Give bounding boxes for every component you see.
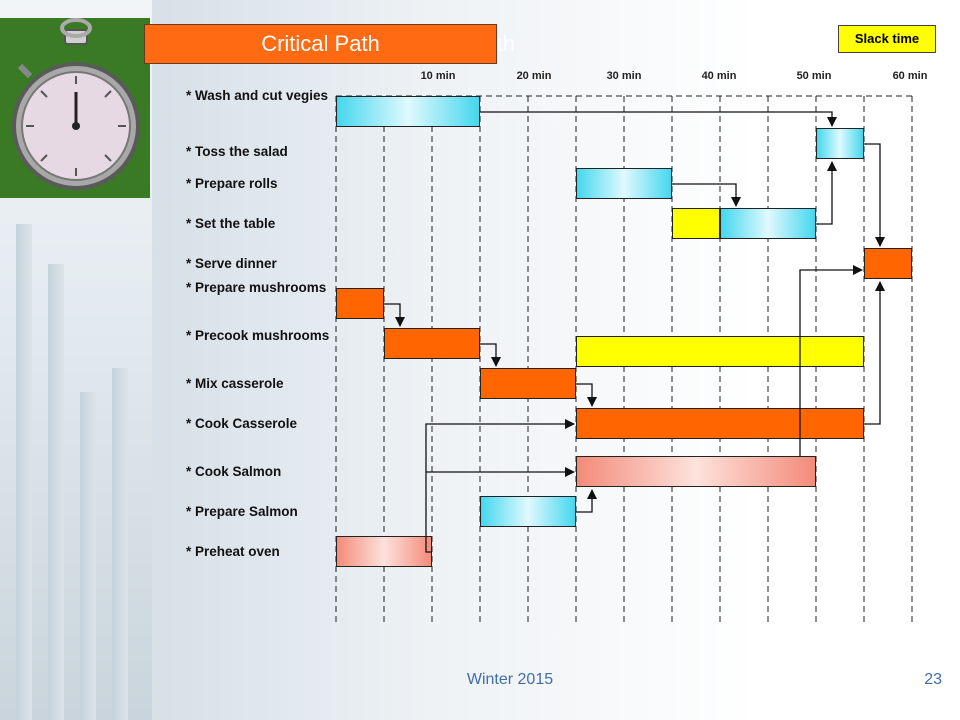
arrow-precook-to-mix-casserole [480,343,501,367]
arrow-vegies-to-salad [480,111,837,127]
time-tick-label: 40 min [701,70,737,82]
bar-cook-salmon [576,456,816,487]
decorative-bar [80,392,96,720]
slack-time-legend: Slack time [838,25,936,53]
task-label-wash-and-cut-vegies: * Wash and cut vegies [186,88,329,103]
arrow-salad-to-serve [864,143,885,247]
decorative-bar [112,368,128,720]
bar-precook-mushrooms-slack [576,336,864,367]
task-label-prepare-salmon: * Prepare Salmon [186,504,298,519]
bar-cook-casserole [576,408,864,439]
task-label-cook-casserole: * Cook Casserole [186,416,298,431]
task-label-prepare-mushrooms: * Prepare mushrooms [186,280,327,295]
bar-set-the-table [720,208,816,239]
bar-prepare-rolls [576,168,672,199]
arrow-oven-to-casserole [425,419,575,553]
stopwatch-image [0,18,150,198]
bar-serve-dinner [864,248,912,279]
arrow-prepare-to-cook-salmon [576,489,597,513]
time-tick-label: 10 min [420,70,456,82]
footer-date: Winter 2015 [466,671,554,688]
time-tick-label: 50 min [796,70,832,82]
task-label-precook-mushrooms: * Precook mushrooms [186,328,330,343]
bar-preheat-oven [336,536,432,567]
task-label-mix-casserole: * Mix casserole [186,376,284,391]
bar-set-the-table-slack [672,208,720,239]
arrow-table-to-salad [816,161,837,225]
arrow-prepare-to-precook-mushrooms [384,303,405,327]
bar-wash-and-cut-vegies [336,96,480,127]
time-tick-label: 20 min [516,70,552,82]
arrow-salmon-to-serve [799,265,863,456]
bar-precook-mushrooms [384,328,480,359]
bar-prepare-mushrooms [336,288,384,319]
task-label-prepare-rolls: * Prepare rolls [186,176,278,191]
task-label-cook-salmon: * Cook Salmon [186,464,282,479]
decorative-bar [48,264,64,720]
bar-toss-the-salad [816,128,864,159]
time-tick-label: 60 min [892,70,928,82]
task-label-serve-dinner: * Serve dinner [186,256,277,271]
time-tick-label: 30 min [606,70,642,82]
slide-title: Critical Path [144,24,497,64]
decorative-bar [16,224,32,720]
task-label-toss-the-salad: * Toss the salad [186,144,288,159]
task-label-preheat-oven: * Preheat oven [186,544,280,559]
bar-mix-casserole [480,368,576,399]
arrow-rolls-to-table [672,183,741,207]
bar-prepare-salmon [480,496,576,527]
arrow-casserole-to-serve [864,281,885,425]
page-number: 23 [924,671,942,688]
arrow-mix-to-cook-casserole [576,383,597,407]
stopwatch-icon [12,18,140,190]
task-label-set-the-table: * Set the table [186,216,276,231]
